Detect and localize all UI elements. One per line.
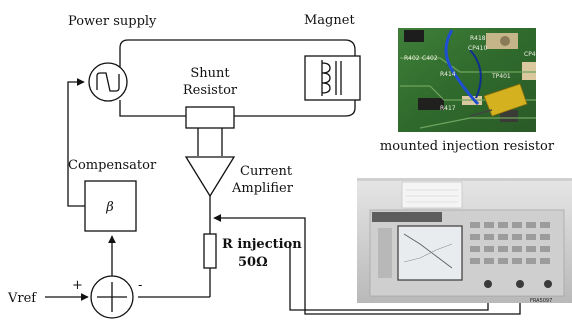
current-amplifier-label-line1: Current (240, 164, 293, 179)
magnet-label: Magnet (304, 13, 355, 28)
compensator-label: Compensator (68, 158, 157, 173)
analyzer-photo: FRA5097 (357, 178, 572, 304)
shunt-label-line2: Resistor (183, 83, 238, 98)
power-supply-label: Power supply (68, 14, 157, 29)
pcb-silk-3: R402 (404, 55, 420, 62)
minus-sign: - (138, 278, 142, 293)
pcb-silk-8: R417 (440, 105, 456, 112)
current-amplifier (184, 156, 236, 198)
plus-sign: + (72, 278, 83, 293)
pcb-silk-4: C402 (422, 55, 438, 62)
magnet-symbol (304, 55, 361, 101)
current-amplifier-label-line2: Amplifier (231, 181, 294, 196)
pcb-silk-6: TP401 (491, 73, 511, 80)
r-injection-value: 50Ω (238, 255, 268, 270)
summing-junction (90, 275, 134, 319)
pcb-silk-7: CP4 (524, 51, 536, 58)
vref-label: Vref (7, 291, 37, 306)
pcb-photo: R418 CP410 R402 C402 R414 TP401 CP4 R417 (398, 28, 536, 132)
r-injection-label: R injection (222, 237, 302, 252)
pcb-silk-5: R414 (440, 71, 456, 78)
compensator-block (84, 180, 137, 232)
shunt-label-line1: Shunt (190, 66, 230, 81)
power-supply-source (88, 62, 128, 102)
shunt-resistor (185, 106, 235, 129)
beta-symbol: β (105, 200, 114, 215)
pcb-silk-1: R418 (470, 35, 486, 42)
analyzer-model-label: FRA5097 (530, 298, 552, 304)
injection-resistor (203, 233, 217, 269)
pcb-silk-2: CP410 (468, 45, 487, 52)
photo-caption: mounted injection resistor (380, 139, 555, 154)
